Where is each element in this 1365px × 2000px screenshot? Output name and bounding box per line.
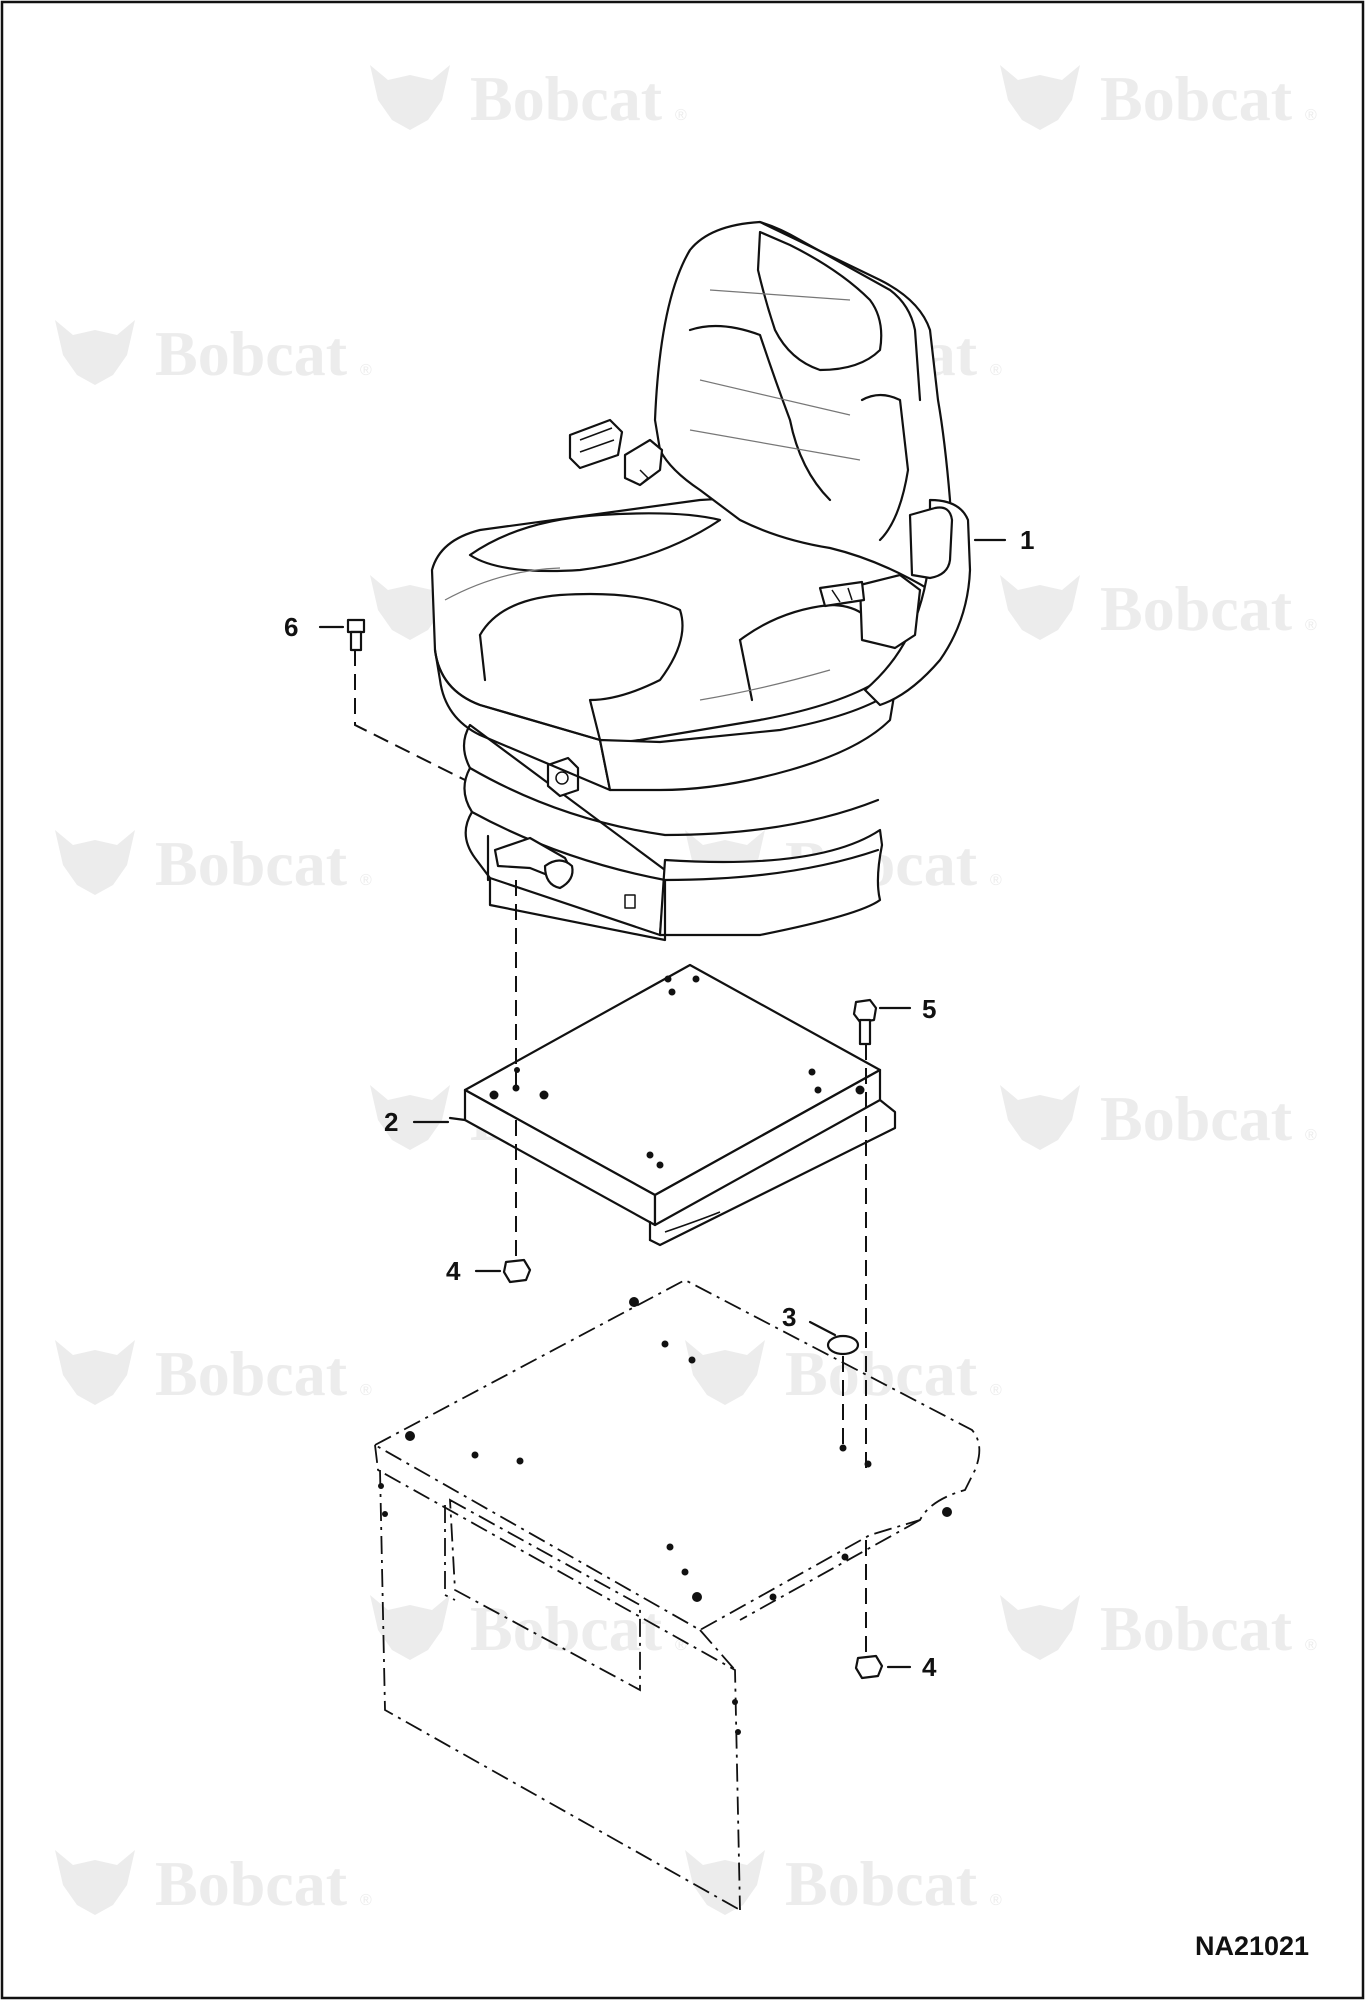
watermark-brand-text: Bobcat (155, 828, 348, 899)
bobcat-logo-icon (55, 1340, 135, 1405)
watermark-brand-text: Bobcat (785, 1338, 978, 1409)
bobcat-logo-icon (1000, 65, 1080, 130)
bobcat-watermark: Bobcat ® (1000, 1083, 1317, 1154)
bobcat-logo-icon (55, 320, 135, 385)
watermark-brand-text: Bobcat (1100, 573, 1293, 644)
nut-left (502, 1258, 532, 1284)
watermark-brand-text: Bobcat (470, 63, 663, 134)
bobcat-watermark: Bobcat ® (55, 1848, 372, 1919)
watermark-brand-text: Bobcat (155, 1338, 348, 1409)
callout-4-left: 4 (446, 1256, 461, 1286)
bobcat-logo-icon (1000, 1595, 1080, 1660)
callout-6: 6 (284, 612, 298, 642)
bobcat-watermark: Bobcat ® (55, 318, 372, 389)
watermark-brand-text: Bobcat (155, 318, 348, 389)
callout-4-right: 4 (922, 1652, 937, 1682)
watermark-registered-mark: ® (360, 872, 372, 889)
callout-leaders (318, 538, 1007, 1669)
watermark-registered-mark: ® (360, 1382, 372, 1399)
bobcat-logo-icon (370, 575, 450, 640)
seat-assembly (430, 220, 972, 942)
watermark-registered-mark: ® (1305, 1127, 1317, 1144)
watermark-brand-text: Bobcat (1100, 63, 1293, 134)
bobcat-watermark: Bobcat ® (1000, 63, 1317, 134)
bobcat-logo-icon (685, 1850, 765, 1915)
watermark-registered-mark: ® (990, 362, 1002, 379)
plug (826, 1334, 860, 1356)
watermark-registered-mark: ® (360, 1892, 372, 1909)
watermark-registered-mark: ® (1305, 107, 1317, 124)
bobcat-logo-icon (55, 1850, 135, 1915)
watermark-registered-mark: ® (990, 1892, 1002, 1909)
bolt-plate (852, 998, 878, 1046)
callout-5: 5 (922, 994, 936, 1024)
bobcat-logo-icon (1000, 575, 1080, 640)
figure-id: NA21021 (1195, 1931, 1309, 1961)
bobcat-logo-icon (370, 65, 450, 130)
bobcat-watermark: Bobcat ® (1000, 573, 1317, 644)
bobcat-watermark: Bobcat ® (55, 1338, 372, 1409)
bobcat-logo-icon (370, 1085, 450, 1150)
bobcat-logo-icon (55, 830, 135, 895)
callout-labels: 1 2 3 4 4 5 6 (284, 525, 1034, 1682)
watermark-brand-text: Bobcat (470, 1593, 663, 1664)
alignment-lines (354, 650, 867, 1656)
watermark-registered-mark: ® (360, 362, 372, 379)
watermark-brand-text: Bobcat (785, 1848, 978, 1919)
bobcat-logo-icon (1000, 1085, 1080, 1150)
watermark-registered-mark: ® (675, 107, 687, 124)
mounting-plate (448, 963, 897, 1247)
watermark-brand-text: Bobcat (155, 1848, 348, 1919)
watermark-brand-text: Bobcat (1100, 1593, 1293, 1664)
callout-3: 3 (782, 1302, 796, 1332)
watermark-brand-text: Bobcat (1100, 1083, 1293, 1154)
watermark-registered-mark: ® (1305, 617, 1317, 634)
watermark-registered-mark: ® (990, 872, 1002, 889)
watermark-registered-mark: ® (1305, 1637, 1317, 1654)
bolt-seat (346, 618, 366, 652)
bobcat-logo-icon (370, 1595, 450, 1660)
callout-1: 1 (1020, 525, 1034, 555)
bobcat-watermark: Bobcat ® (685, 1848, 1002, 1919)
bobcat-logo-icon (685, 1340, 765, 1405)
nut-right (854, 1654, 884, 1680)
bobcat-watermark: Bobcat ® (55, 828, 372, 899)
callout-2: 2 (384, 1107, 398, 1137)
bobcat-watermark: Bobcat® (370, 1593, 687, 1664)
seat-subframe (373, 1278, 981, 1911)
bobcat-watermark: Bobcat ® (370, 63, 687, 134)
watermark-registered-mark: ® (990, 1382, 1002, 1399)
bobcat-watermark: Bobcat ® (1000, 1593, 1317, 1664)
